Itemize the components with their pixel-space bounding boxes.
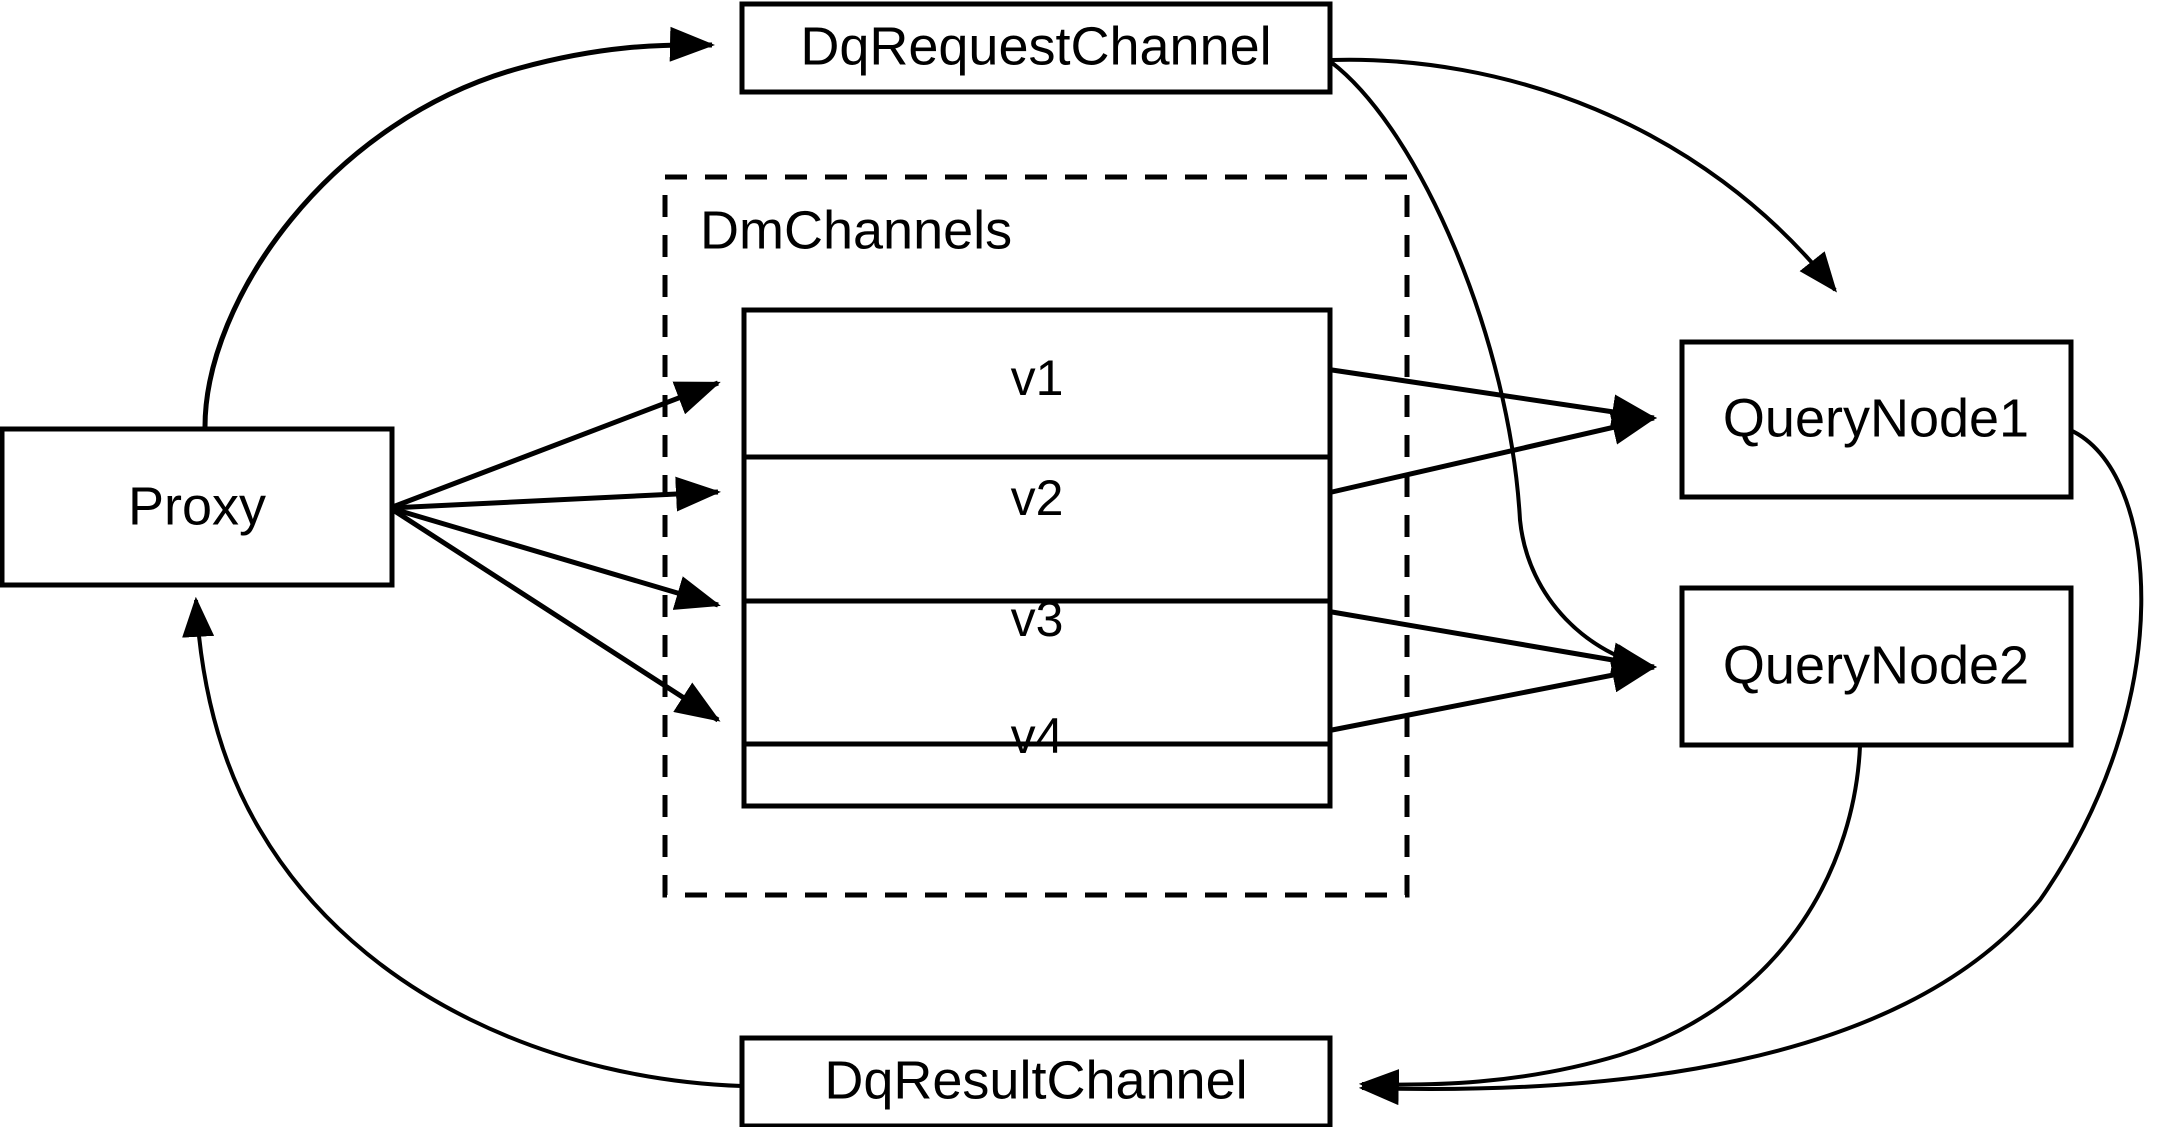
shard-table-border [741, 307, 1333, 809]
edge-dqresultchannel-to-proxy [182, 596, 743, 1088]
edge-querynode1-to-dqresultchannel [1358, 428, 2144, 1106]
edge-v1-to-querynode1 [1331, 367, 1657, 430]
dmchannels-group-label: DmChannels [700, 200, 1012, 260]
edge-dqrequestchannel-to-querynode2 [1329, 60, 1656, 676]
edge-proxy-to-dqrequestchannel [202, 26, 715, 428]
edge-proxy-to-v4 [388, 505, 721, 723]
shard-row-v4[interactable]: v4 [1011, 708, 1064, 764]
shard-channel-table: v1 v2 v3 v4 [741, 307, 1333, 809]
node-dqrequestchannel-box[interactable] [739, 1, 1333, 95]
node-dqresultchannel[interactable]: DqResultChannel [739, 1035, 1333, 1127]
edge-v4-to-querynode2 [1331, 657, 1657, 733]
node-querynode1[interactable]: QueryNode1 [1679, 339, 2074, 500]
node-proxy-label: Proxy [128, 476, 266, 536]
node-querynode2-box[interactable] [1679, 585, 2074, 748]
edge-v3-to-querynode2 [1331, 609, 1657, 678]
edge-dqrequestchannel-to-querynode1 [1330, 57, 1837, 293]
edge-proxy-to-v2 [389, 476, 721, 512]
shard-row-v3[interactable]: v3 [1011, 591, 1064, 647]
edge-querynode2-to-dqresultchannel [1358, 745, 1862, 1102]
edge-v2-to-querynode1 [1331, 410, 1657, 495]
shard-row-v1[interactable]: v1 [1011, 350, 1064, 406]
node-dqrequestchannel-label: DqRequestChannel [800, 16, 1271, 76]
node-proxy-box[interactable] [0, 426, 395, 588]
node-proxy[interactable]: Proxy [0, 426, 395, 588]
node-dqresultchannel-box[interactable] [739, 1035, 1333, 1127]
dmchannels-group-border [662, 174, 1410, 898]
dmchannels-group: DmChannels [662, 174, 1410, 898]
node-querynode1-label: QueryNode1 [1723, 388, 2029, 448]
edge-proxy-to-v1 [389, 380, 721, 511]
node-dqresultchannel-label: DqResultChannel [824, 1050, 1247, 1110]
node-querynode1-box[interactable] [1679, 339, 2074, 500]
node-querynode2-label: QueryNode2 [1723, 635, 2029, 695]
edge-proxy-to-v3 [389, 505, 721, 610]
node-dqrequestchannel[interactable]: DqRequestChannel [739, 1, 1333, 95]
shard-row-v2[interactable]: v2 [1011, 470, 1064, 526]
node-querynode2[interactable]: QueryNode2 [1679, 585, 2074, 748]
